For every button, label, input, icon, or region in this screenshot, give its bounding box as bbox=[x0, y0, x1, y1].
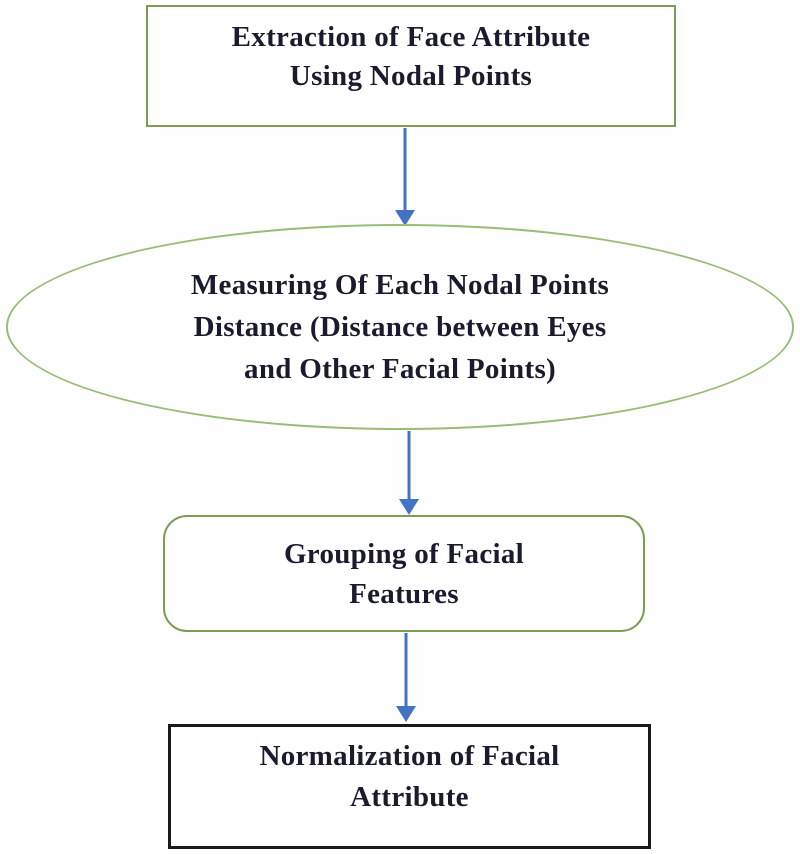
node-text-line: Measuring Of Each Nodal Points bbox=[190, 269, 610, 301]
node-text-line: Attribute bbox=[350, 781, 469, 813]
node-text-line: Distance (Distance between Eyes bbox=[193, 311, 607, 343]
arrow-shaft bbox=[403, 128, 407, 212]
flowchart-node-measuring: Measuring Of Each Nodal Points Distance … bbox=[6, 224, 794, 430]
node-text-line: Using Nodal Points bbox=[289, 60, 533, 92]
flowchart-node-normalization: Normalization of Facial Attribute bbox=[168, 724, 651, 849]
down-arrow-icon bbox=[395, 210, 415, 226]
down-arrow-icon bbox=[396, 706, 416, 722]
flow-arrow-grouping-to-normalization bbox=[396, 633, 416, 722]
flow-arrow-measuring-to-grouping bbox=[399, 431, 419, 515]
arrow-shaft bbox=[404, 633, 408, 708]
node-text-line: and Other Facial Points) bbox=[244, 353, 556, 385]
down-arrow-icon bbox=[399, 499, 419, 515]
node-text-line: Normalization of Facial bbox=[259, 740, 560, 772]
node-text-line: Extraction of Face Attribute bbox=[231, 21, 591, 53]
flow-arrow-extraction-to-measuring bbox=[395, 128, 415, 226]
flowchart-node-grouping: Grouping of Facial Features bbox=[163, 515, 645, 632]
flowchart-node-extraction: Extraction of Face Attribute Using Nodal… bbox=[146, 5, 676, 127]
node-text-line: Grouping of Facial bbox=[283, 537, 525, 570]
arrow-shaft bbox=[407, 431, 411, 501]
node-text-line: Features bbox=[349, 577, 459, 610]
